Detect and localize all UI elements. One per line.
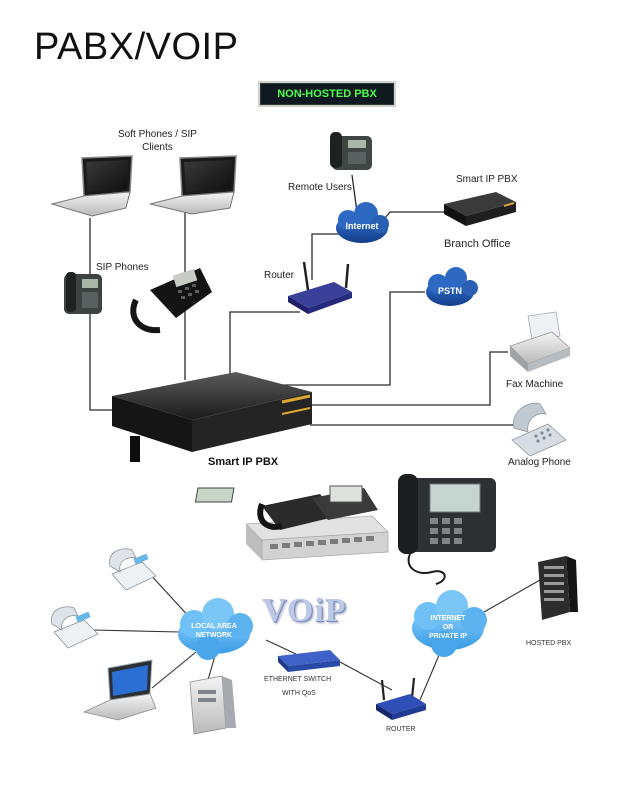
lan-cloud <box>178 598 253 660</box>
analog-phone <box>511 402 567 457</box>
internet-private-ip-label: INTERNET OR PRIVATE IP <box>429 615 467 640</box>
ethernet-switch <box>278 650 340 672</box>
non-hosted-pbx-badge: NON-HOSTED PBX <box>260 83 394 105</box>
sip-phone-small <box>64 272 102 314</box>
sip-phone-large <box>130 268 212 334</box>
bottom-router-label: ROUTER <box>386 726 416 733</box>
branch-pbx-label: Smart IP PBX <box>456 174 518 185</box>
soft-phones-label: Soft Phones / SIP Clients <box>118 129 197 153</box>
branch-office-label: Branch Office <box>444 238 511 250</box>
lan-laptop <box>82 659 157 721</box>
pstn-label: PSTN <box>437 286 462 296</box>
ethernet-switch-label: ETHERNET SWITCH <box>264 676 332 683</box>
internet-private-ip-cloud <box>412 590 487 657</box>
main-pbx-label: Smart IP PBX <box>208 456 279 468</box>
remote-user-phone <box>330 132 372 170</box>
sip-phones-label: SIP Phones <box>96 262 149 273</box>
pstn-cloud <box>426 267 478 306</box>
fax-machine-label: Fax Machine <box>506 379 564 390</box>
top-connection-lines <box>89 174 520 426</box>
bottom-router <box>376 677 426 720</box>
router-label: Router <box>264 270 295 281</box>
main-smart-ip-pbx <box>112 372 312 462</box>
voip-logo: VOiP <box>262 592 347 629</box>
soft-phone-laptop-right <box>149 155 237 215</box>
branch-smart-ip-pbx <box>444 192 516 226</box>
page-title: PABX/VOIP <box>34 26 239 68</box>
analog-phone-label: Analog Phone <box>508 457 571 468</box>
soft-phone-laptop-left <box>50 155 133 217</box>
internet-cloud <box>336 202 389 243</box>
hosted-pbx-label: HOSTED PBX <box>526 640 572 647</box>
remote-users-label: Remote Users <box>288 182 352 193</box>
internet-label: Internet <box>345 221 379 231</box>
with-qos-label: WITH QoS <box>282 690 316 697</box>
ip-pbx-hardware-with-phones <box>194 474 496 585</box>
lan-phone-middle <box>50 606 99 649</box>
lan-cloud-label: LOCAL AREA NETWORK <box>191 623 237 639</box>
lan-desktop-tower <box>189 675 236 735</box>
hosted-pbx-server <box>538 556 578 620</box>
top-router <box>288 261 352 314</box>
fax-machine <box>509 311 571 372</box>
lan-phone-top <box>108 548 157 591</box>
